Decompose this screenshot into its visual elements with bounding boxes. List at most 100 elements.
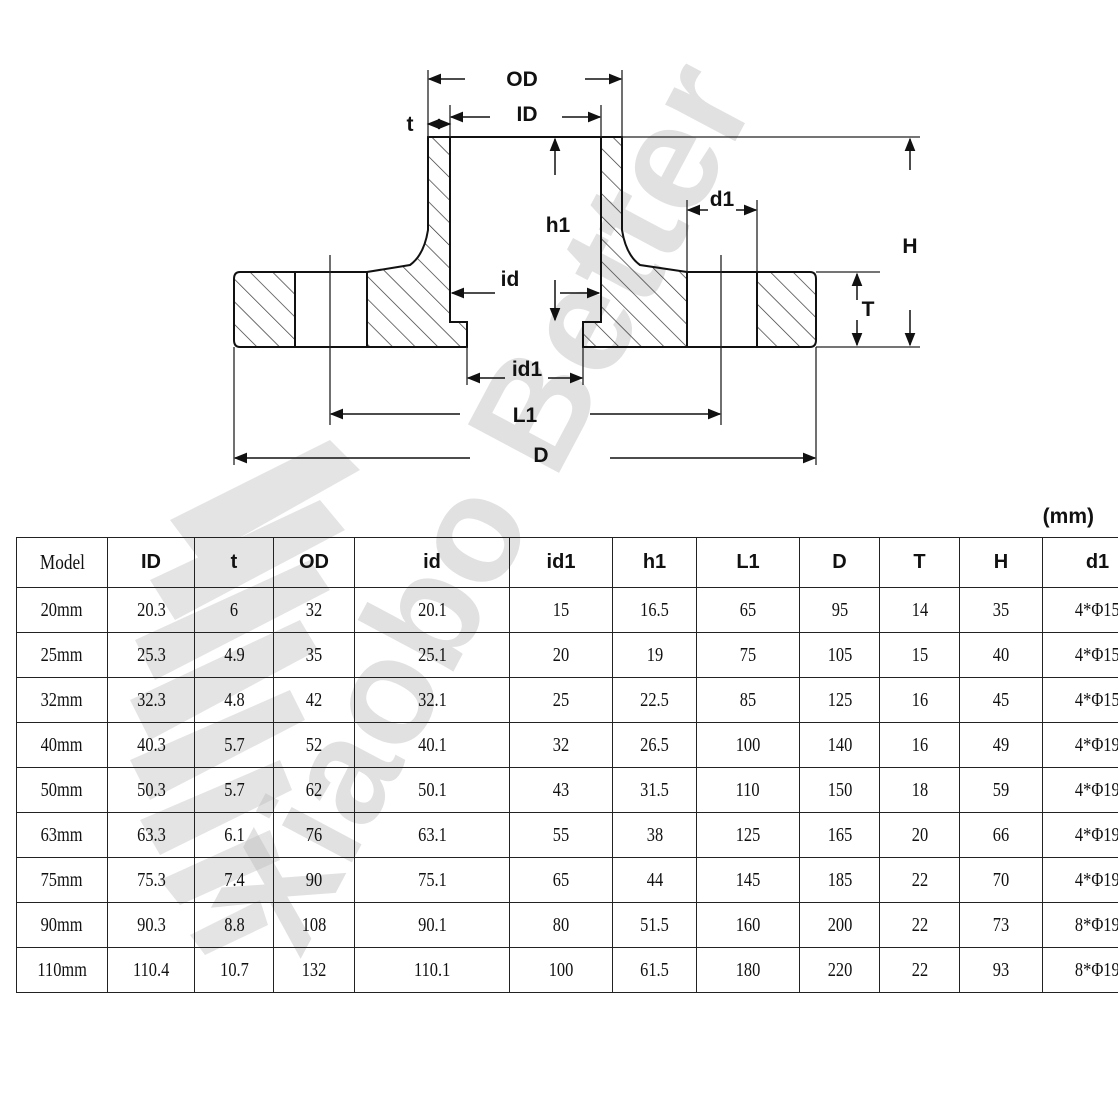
table-cell: 40 <box>959 632 1043 678</box>
table-cell: 108 <box>273 902 355 948</box>
table-cell: 4*Φ19 <box>1042 722 1118 768</box>
table-cell: 220 <box>799 947 880 993</box>
table-cell: 55 <box>509 812 613 858</box>
table-cell: 65 <box>509 857 613 903</box>
table-cell: 22 <box>879 947 960 993</box>
column-header-id: ID <box>107 537 195 588</box>
label-od: OD <box>506 68 538 91</box>
table-cell: 75.1 <box>354 857 510 903</box>
table-cell: 93 <box>959 947 1043 993</box>
table-cell: 75 <box>696 632 800 678</box>
column-header-od: OD <box>273 537 355 588</box>
table-cell: 125 <box>799 677 880 723</box>
table-cell: 100 <box>696 722 800 768</box>
table-cell: 150 <box>799 767 880 813</box>
table-cell: 70 <box>959 857 1043 903</box>
table-cell: 38 <box>612 812 697 858</box>
unit-label: (mm) <box>1042 505 1094 528</box>
table-cell: 165 <box>799 812 880 858</box>
table-cell: 5.7 <box>194 767 274 813</box>
table-cell: 26.5 <box>612 722 697 768</box>
column-header-model: Model <box>16 537 108 588</box>
table-cell: 52 <box>273 722 355 768</box>
table-cell: 4.8 <box>194 677 274 723</box>
table-cell: 19 <box>612 632 697 678</box>
table-cell: 90mm <box>16 902 108 948</box>
label-id1: id1 <box>512 358 543 381</box>
table-cell: 5.7 <box>194 722 274 768</box>
table-cell: 73 <box>959 902 1043 948</box>
table-cell: 90 <box>273 857 355 903</box>
table-cell: 40.3 <box>107 722 195 768</box>
column-header-t: t <box>194 537 274 588</box>
table-cell: 25mm <box>16 632 108 678</box>
table-cell: 20mm <box>16 587 108 633</box>
table-cell: 85 <box>696 677 800 723</box>
table-cell: 25 <box>509 677 613 723</box>
table-cell: 185 <box>799 857 880 903</box>
table-cell: 32.3 <box>107 677 195 723</box>
label-T: T <box>862 298 875 321</box>
column-header-h1: h1 <box>612 537 697 588</box>
label-h1: h1 <box>546 214 571 237</box>
column-header-h: H <box>959 537 1043 588</box>
bolt-hole-left <box>294 271 368 348</box>
table-cell: 8.8 <box>194 902 274 948</box>
table-cell: 32 <box>509 722 613 768</box>
column-header-d1: d1 <box>1042 537 1118 588</box>
table-cell: 90.1 <box>354 902 510 948</box>
table-cell: 15 <box>509 587 613 633</box>
column-header-t: T <box>879 537 960 588</box>
column-header-d: D <box>799 537 880 588</box>
table-cell: 32.1 <box>354 677 510 723</box>
table-cell: 42 <box>273 677 355 723</box>
column-header-l1: L1 <box>696 537 800 588</box>
table-cell: 51.5 <box>612 902 697 948</box>
table-cell: 25.3 <box>107 632 195 678</box>
table-cell: 110mm <box>16 947 108 993</box>
table-cell: 4*Φ15 <box>1042 587 1118 633</box>
table-cell: 31.5 <box>612 767 697 813</box>
table-cell: 4*Φ15 <box>1042 677 1118 723</box>
table-cell: 20 <box>509 632 613 678</box>
table-cell: 25.1 <box>354 632 510 678</box>
table-cell: 22.5 <box>612 677 697 723</box>
table-cell: 6.1 <box>194 812 274 858</box>
table-cell: 180 <box>696 947 800 993</box>
table-cell: 62 <box>273 767 355 813</box>
column-header-id1: id1 <box>509 537 613 588</box>
table-cell: 75.3 <box>107 857 195 903</box>
table-cell: 45 <box>959 677 1043 723</box>
table-cell: 4*Φ15 <box>1042 632 1118 678</box>
table-cell: 76 <box>273 812 355 858</box>
table-cell: 44 <box>612 857 697 903</box>
table-cell: 49 <box>959 722 1043 768</box>
table-cell: 16.5 <box>612 587 697 633</box>
table-cell: 8*Φ19 <box>1042 947 1118 993</box>
table-cell: 75mm <box>16 857 108 903</box>
table-cell: 16 <box>879 722 960 768</box>
table-cell: 61.5 <box>612 947 697 993</box>
table-cell: 66 <box>959 812 1043 858</box>
table-cell: 50mm <box>16 767 108 813</box>
table-cell: 6 <box>194 587 274 633</box>
table-cell: 8*Φ19 <box>1042 902 1118 948</box>
table-cell: 140 <box>799 722 880 768</box>
label-t: t <box>407 113 414 136</box>
table-cell: 7.4 <box>194 857 274 903</box>
table-cell: 110.1 <box>354 947 510 993</box>
table-cell: 4*Φ19 <box>1042 857 1118 903</box>
column-header-id: id <box>354 537 510 588</box>
table-cell: 95 <box>799 587 880 633</box>
table-cell: 16 <box>879 677 960 723</box>
table-cell: 22 <box>879 902 960 948</box>
